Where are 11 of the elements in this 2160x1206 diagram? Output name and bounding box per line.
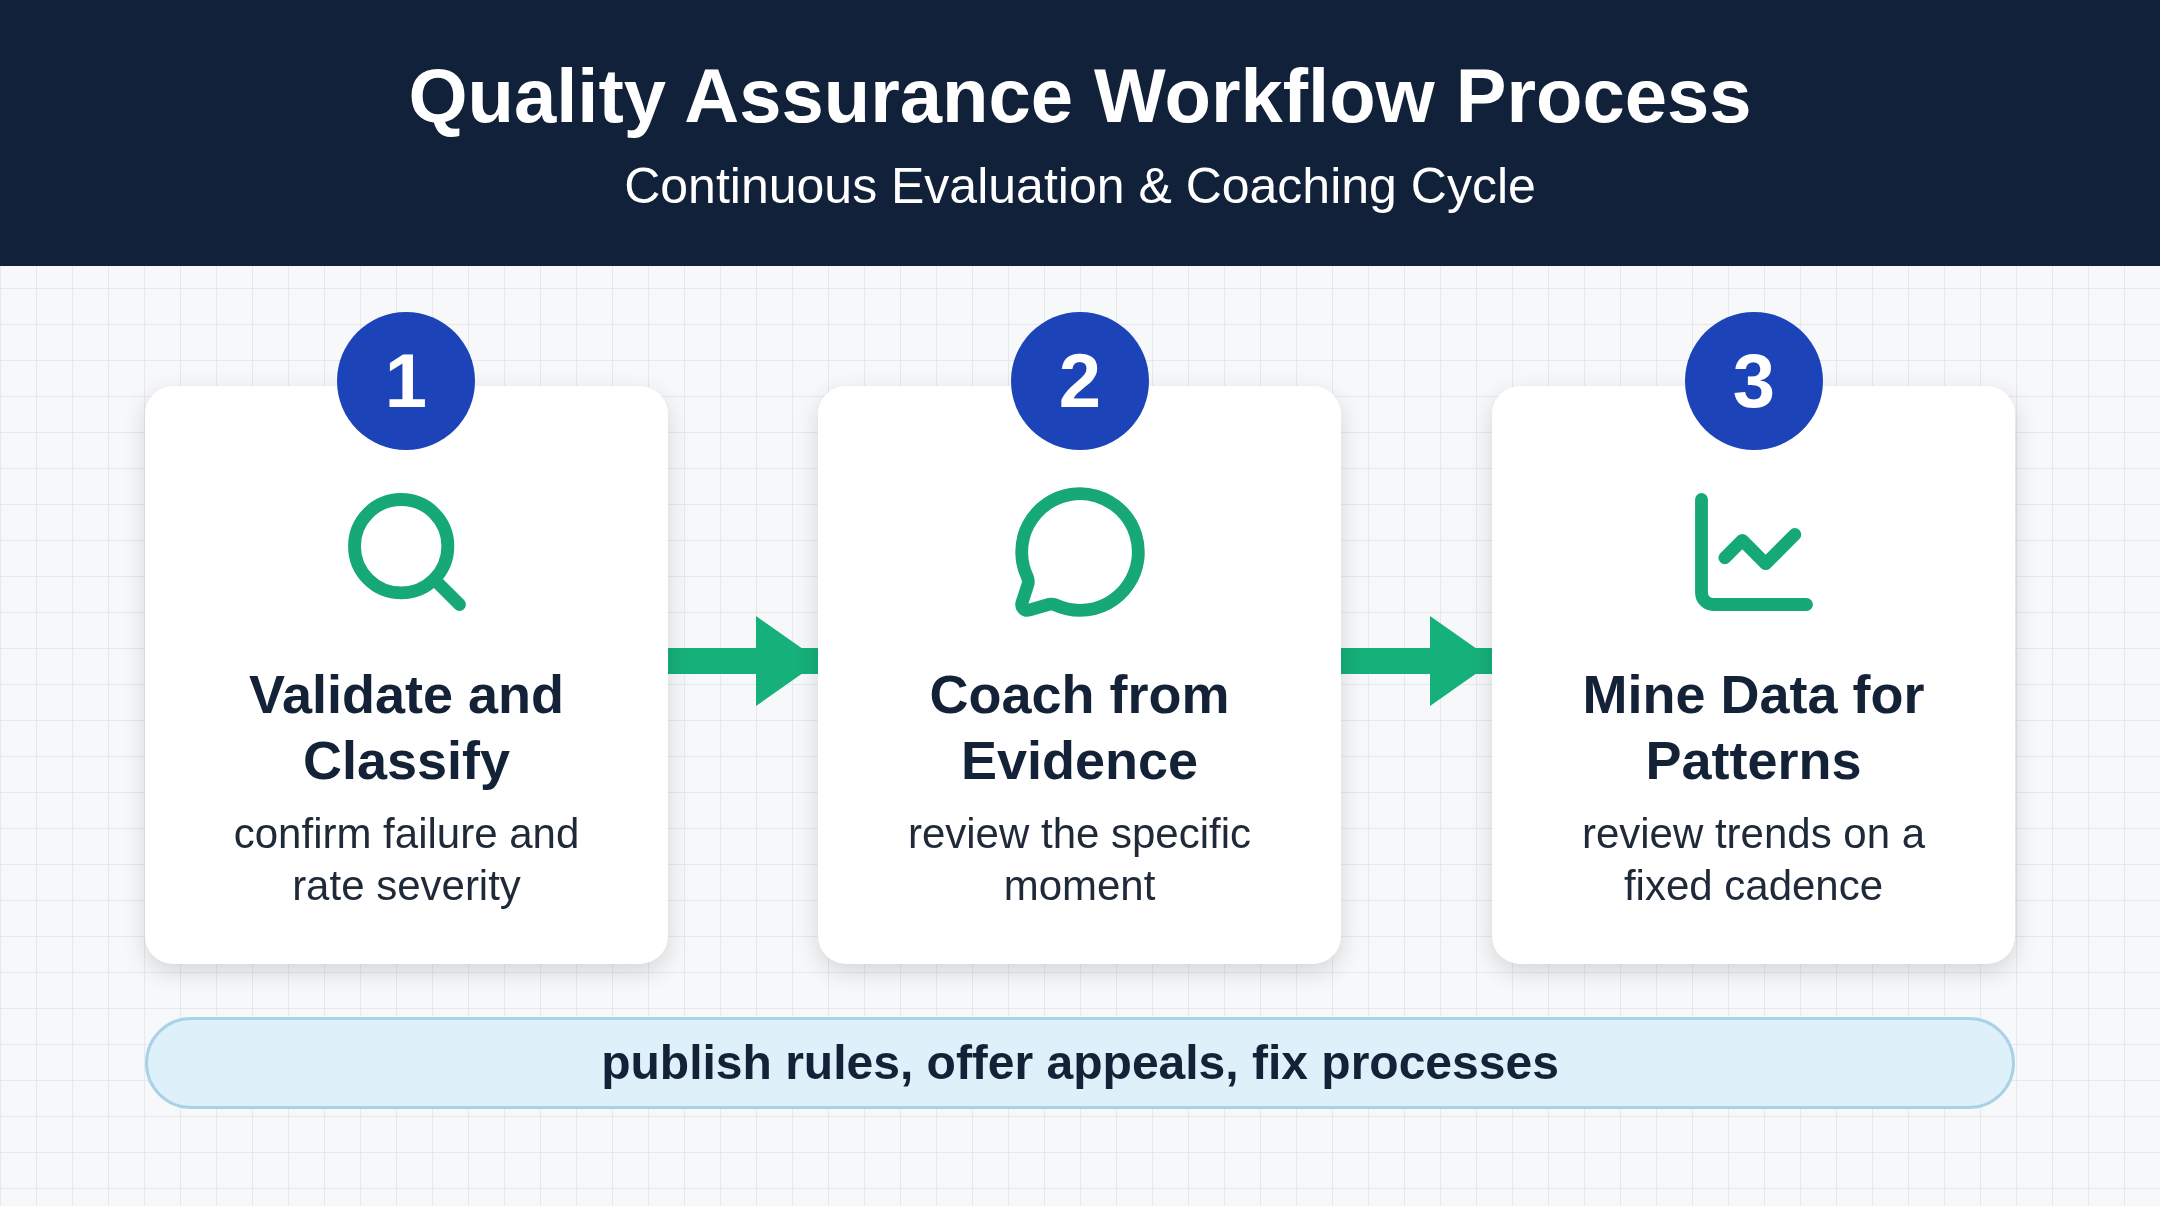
step-title: Validate and Classify xyxy=(247,663,566,792)
step-title: Mine Data for Patterns xyxy=(1581,663,1926,792)
arrow xyxy=(668,616,820,706)
subtitle: Continuous Evaluation & Coaching Cycle xyxy=(624,157,1536,217)
arrow xyxy=(1341,616,1494,706)
title: Quality Assurance Workflow Process xyxy=(408,52,1752,141)
step-description: review the specific moment xyxy=(906,808,1253,912)
summary-banner: publish rules, offer appeals, fix processes xyxy=(145,1017,2015,1109)
step-description: review trends on a fixed cadence xyxy=(1580,808,1927,912)
step-title: Coach from Evidence xyxy=(928,663,1231,792)
step-description: confirm failure and rate severity xyxy=(232,808,581,912)
